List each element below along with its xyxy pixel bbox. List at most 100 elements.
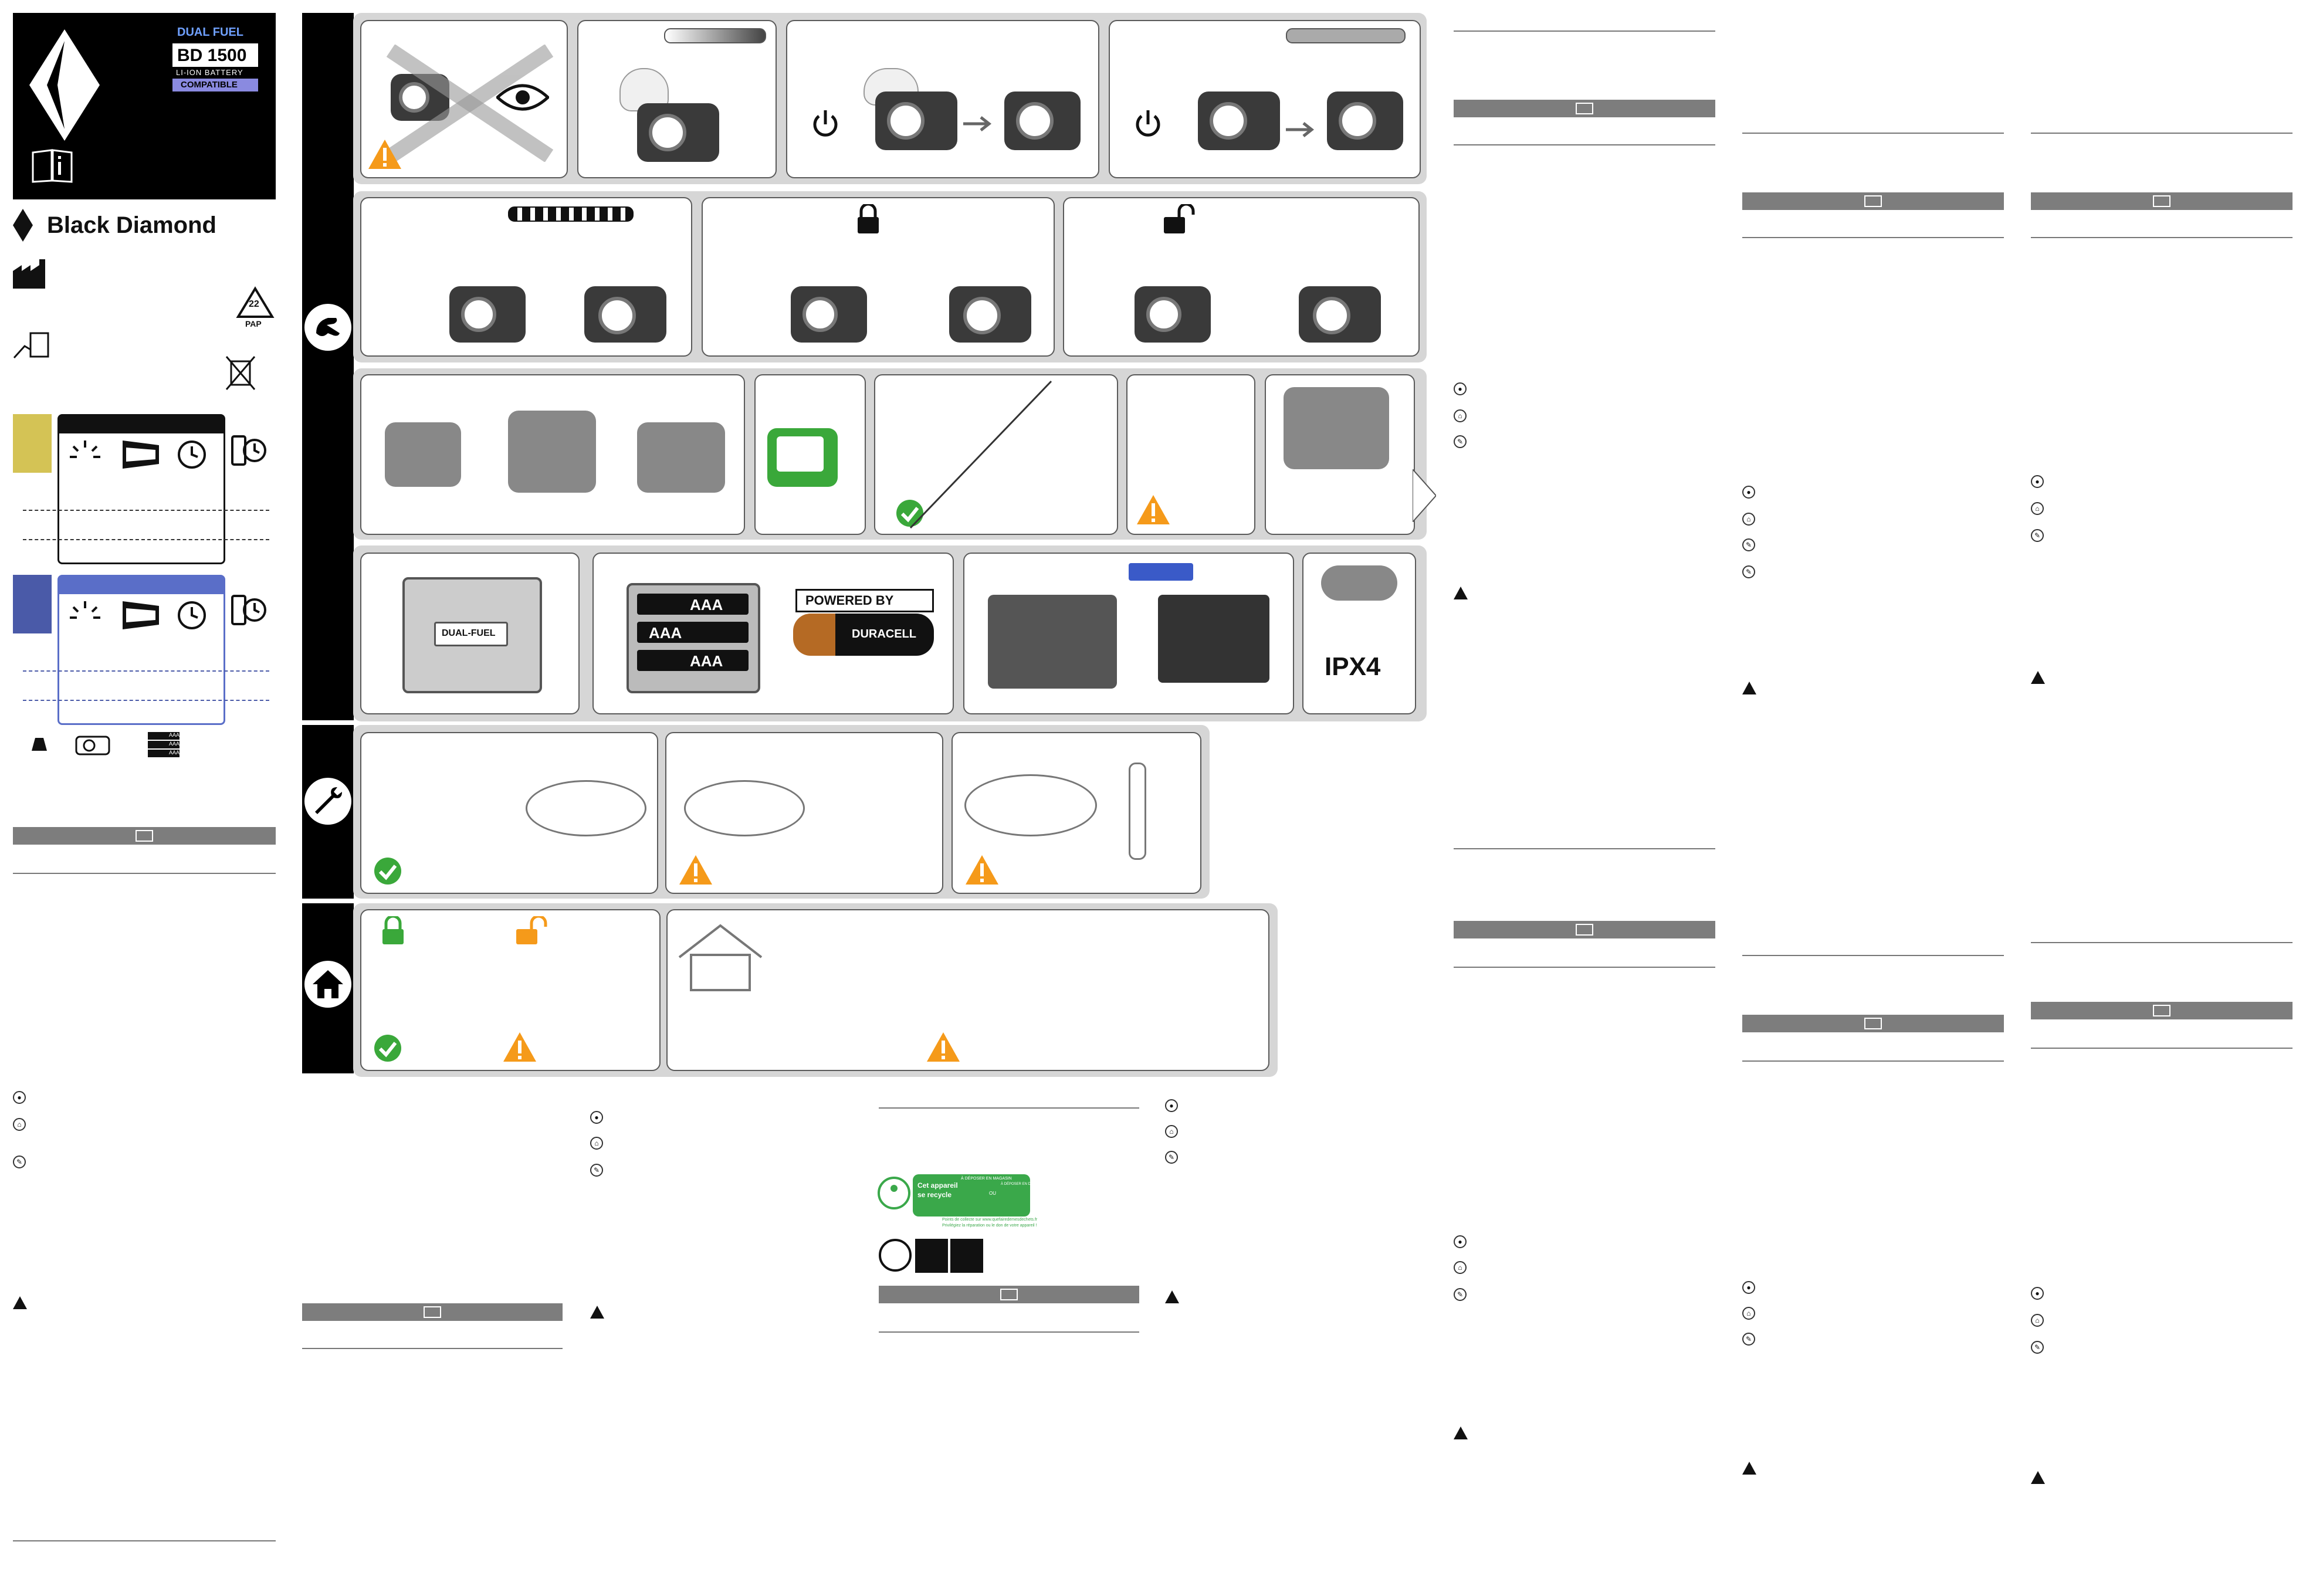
house-outline-icon [678, 924, 763, 991]
headlamp-image [1284, 387, 1389, 469]
panel-press-on [577, 20, 777, 178]
panel-aaa: AAA AAA AAA POWERED BY DURACELL [592, 553, 954, 714]
bullet-icon: ✎ [1165, 1151, 1178, 1164]
unlock-icon [1164, 204, 1195, 233]
bullet-icon: ● [1742, 1281, 1755, 1294]
aaa-tray: AAA AAA AAA [627, 583, 760, 693]
mode-table-yellow [23, 414, 269, 564]
triman-recycling-logo: Cet appareil se recycle À DÉPOSER EN MAG… [878, 1174, 1051, 1228]
panel-green-lamp [754, 374, 866, 535]
bullet-icon: ✎ [13, 1156, 26, 1168]
panel-no-chemicals [665, 732, 943, 894]
rule-5 [879, 1331, 1139, 1333]
headlamp-image [1299, 286, 1381, 343]
bullet-icon: ✎ [1454, 1288, 1467, 1301]
bullet-icon: ⌂ [1454, 1261, 1467, 1274]
power-icon [813, 110, 838, 137]
beam-distance-icon [123, 440, 159, 469]
diagonal-divider [909, 380, 1052, 529]
rule-4 [879, 1107, 1139, 1109]
recycling-green-box: Cet appareil se recycle À DÉPOSER EN MAG… [913, 1174, 1051, 1217]
panel-ipx4: IPX4 [1302, 553, 1416, 714]
warning-icon [1742, 682, 1756, 694]
warning-icon [1742, 1462, 1756, 1475]
powered-by-box: POWERED BY [795, 589, 934, 612]
rule-a2 [1454, 144, 1715, 145]
rule-2 [13, 1540, 276, 1541]
green-check-icon [374, 858, 401, 885]
panel-bd1500 [963, 553, 1294, 714]
panel-power-hold [786, 20, 1099, 178]
arrow-next-icon [1413, 469, 1436, 522]
warning-icon [1454, 587, 1468, 599]
bullet-icon: ✎ [1454, 435, 1467, 448]
rule-c2 [2031, 237, 2293, 238]
rule-a3 [1454, 848, 1715, 849]
warning-orange-icon [368, 140, 401, 169]
cross-mark [386, 45, 554, 162]
headlamp-image [637, 422, 725, 493]
lock-orange-icon [382, 916, 404, 944]
headlamp-image [385, 422, 461, 487]
warning-icon [2031, 1471, 2045, 1484]
recycle-number: 22 [249, 299, 259, 309]
arrow-right-icon [1286, 122, 1315, 137]
section-bar-c1 [2031, 192, 2293, 210]
section-bar-3 [879, 1286, 1139, 1303]
bullet-icon: ✎ [2031, 529, 2044, 542]
panel-wash [360, 732, 658, 894]
bullet-icon: ✎ [1742, 538, 1755, 551]
dashed-brightness-bar [508, 206, 634, 222]
headlamp-image [584, 286, 666, 343]
section-bar-a1 [1454, 100, 1715, 117]
panel-dim [360, 197, 692, 357]
aaa-stack-icon: AAA AAA AAA [148, 732, 180, 758]
bullet-icon: ⌂ [2031, 1314, 2044, 1327]
bullet-icon: ● [1454, 1235, 1467, 1248]
powered-by-label: POWERED BY [805, 593, 894, 608]
weight-icon [32, 738, 47, 751]
panel-storage-lock [360, 909, 661, 1071]
bullet-icon: ● [590, 1111, 603, 1124]
duracell-battery: DURACELL [793, 614, 934, 656]
battery-time-icon [231, 435, 266, 466]
rule-a4 [1454, 967, 1715, 968]
arrow-right-icon [963, 116, 992, 131]
bullet-icon: ✎ [2031, 1341, 2044, 1354]
warning-orange-icon [966, 855, 998, 885]
hand-icon [304, 304, 351, 351]
bullet-icon: ⌂ [13, 1118, 26, 1131]
cover-black-panel: DUAL FUEL BD 1500 LI-ION BATTERY COMPATI… [13, 13, 276, 199]
manual-hand-icon [13, 332, 49, 359]
battery-type: LI-ION BATTERY [176, 68, 243, 77]
mode-table-blue [23, 575, 269, 725]
panel-lock [702, 197, 1055, 357]
rule-c3 [2031, 942, 2293, 943]
bullet-icon: ⌂ [1742, 1307, 1755, 1320]
clock-icon-blue [178, 601, 206, 629]
side-tab-hand [302, 13, 354, 720]
bullet-icon: ⌂ [590, 1137, 603, 1150]
wrench-icon [304, 778, 351, 825]
compatible-box: COMPATIBLE [172, 79, 258, 92]
recycle-col2: À DÉPOSER EN DÉCHÈTERIE [1001, 1182, 1051, 1186]
panel-choke-warning [1126, 374, 1255, 535]
rule-3 [302, 1348, 563, 1349]
aaa-label-1: AAA [690, 596, 723, 614]
battery-name-box: BD 1500 [172, 43, 258, 67]
home-icon [304, 961, 351, 1008]
mode-color-yellow [13, 414, 52, 473]
section-bar-c2 [2031, 1002, 2293, 1019]
compatible-label: COMPATIBLE [181, 80, 238, 90]
rule-b2 [1742, 237, 2004, 238]
warning-orange-icon [927, 1032, 960, 1062]
brand-name: Black Diamond [47, 212, 216, 238]
bullet-icon: ● [2031, 475, 2044, 488]
recycle-footnote2: Privilégiez la réparation ou le don de v… [942, 1224, 1037, 1228]
headlamp-icon [75, 736, 110, 755]
black-diamond-small-logo-icon [13, 209, 33, 242]
panel-storage-home [666, 909, 1269, 1071]
warning-icon [13, 1296, 27, 1309]
recycle-icon [236, 286, 275, 318]
headlamp-image [791, 286, 867, 343]
